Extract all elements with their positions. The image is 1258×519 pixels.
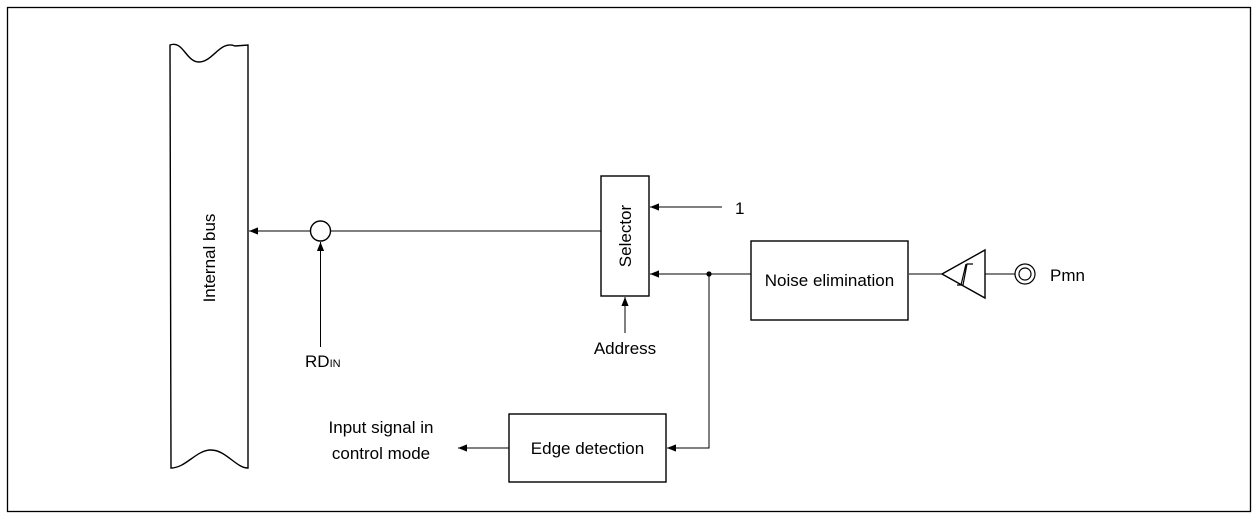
rd-label: RDIN — [305, 352, 341, 371]
internal-bus-shape — [169, 43, 249, 469]
selector-top-input-label: 1 — [735, 199, 744, 218]
noise-elimination-label: Noise elimination — [765, 271, 894, 290]
pin-inner-circle — [1018, 267, 1032, 281]
selector-label: Selector — [616, 204, 635, 267]
pin-label: Pmn — [1050, 266, 1085, 285]
branch-to-edge-line — [667, 274, 710, 452]
bus-label: Internal bus — [200, 214, 219, 303]
read-gate-circle — [309, 220, 332, 242]
address-label: Address — [594, 339, 656, 358]
outer-frame — [6, 6, 1252, 513]
schmitt-hysteresis-icon — [957, 263, 973, 286]
edge-detection-box — [508, 413, 667, 483]
edge-detection-label: Edge detection — [531, 439, 644, 458]
output-label-line1: Input signal in — [329, 418, 434, 437]
noise-elimination-box — [750, 240, 909, 321]
selector-box — [600, 175, 650, 297]
output-label-line2: control mode — [332, 444, 430, 463]
